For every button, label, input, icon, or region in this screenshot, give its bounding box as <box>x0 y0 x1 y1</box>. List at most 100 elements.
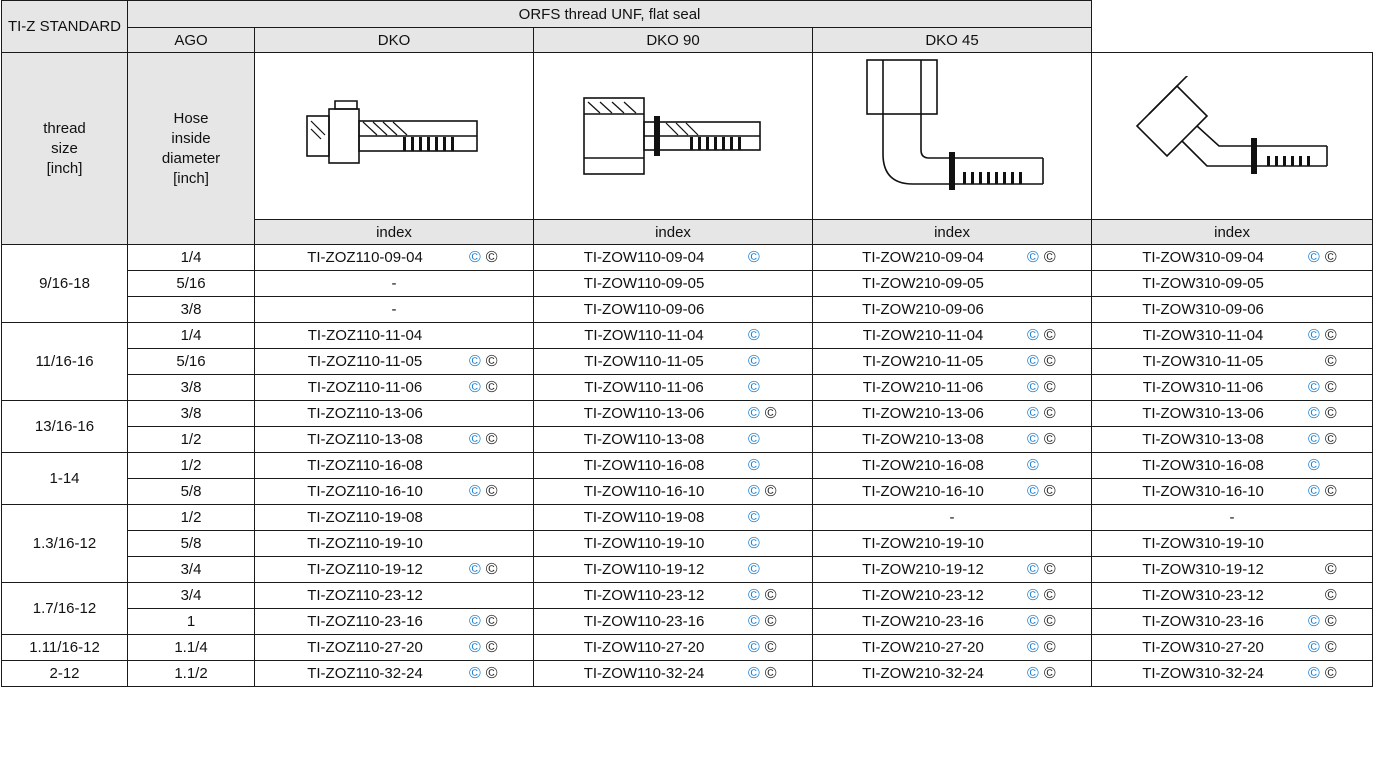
availability-icons: ©© <box>748 405 812 423</box>
part-code: TI-ZOW210-13-06 <box>862 405 984 422</box>
black-circle-c-icon: © <box>764 586 777 604</box>
unavailable-dash: - <box>1229 509 1235 526</box>
part-code: TI-ZOW110-23-12 <box>583 587 705 604</box>
availability-icons: ©© <box>1027 560 1090 579</box>
index-cell: - <box>1091 504 1373 531</box>
thread-size-cell: 9/16-18 <box>1 244 128 323</box>
index-cell: TI-ZOW310-16-10©© <box>1091 478 1373 505</box>
part-code: TI-ZOW110-19-12 <box>583 561 705 578</box>
blue-circle-c-icon: © <box>1027 404 1039 422</box>
part-code: TI-ZOZ110-11-06 <box>307 379 423 396</box>
blue-circle-c-icon: © <box>1027 586 1039 604</box>
availability-icons: © <box>1027 457 1090 475</box>
column-header-dko45: DKO 45 <box>811 27 1093 53</box>
fitting-catalog-table: TI-Z STANDARD ORFS thread UNF, flat seal… <box>1 0 1373 687</box>
thread-size-cell: 1-14 <box>1 452 128 505</box>
part-code: TI-ZOZ110-16-08 <box>307 457 423 474</box>
index-cell: TI-ZOW210-23-16©© <box>811 608 1093 635</box>
hose-diameter-cell: 5/16 <box>127 270 255 297</box>
index-cell: TI-ZOZ110-19-12©© <box>254 556 534 583</box>
blue-circle-c-icon: © <box>748 456 760 474</box>
part-code: TI-ZOW310-11-05 <box>1142 353 1264 370</box>
index-cell: TI-ZOW110-11-05© <box>533 348 813 375</box>
part-code: TI-ZOW210-13-08 <box>862 431 984 448</box>
part-code: TI-ZOW310-27-20 <box>1142 639 1264 656</box>
blue-circle-c-icon: © <box>1027 560 1039 578</box>
index-cell: TI-ZOW210-19-10 <box>811 530 1093 557</box>
blue-circle-c-icon: © <box>1308 430 1320 448</box>
blue-circle-c-icon: © <box>469 664 481 682</box>
availability-icons: ©© <box>1027 327 1090 345</box>
part-code: TI-ZOW110-11-04 <box>584 327 704 344</box>
part-code: TI-ZOW110-13-08 <box>583 431 705 448</box>
black-circle-c-icon: © <box>485 482 498 500</box>
availability-icons: ©© <box>469 431 533 449</box>
black-circle-c-icon: © <box>1324 404 1337 422</box>
index-cell: TI-ZOW210-19-12©© <box>811 556 1093 583</box>
availability-icons: ©© <box>1027 483 1090 501</box>
availability-icons: ©© <box>748 639 812 657</box>
blue-circle-c-icon: © <box>748 664 760 682</box>
part-code: TI-ZOZ110-32-24 <box>307 665 423 682</box>
part-code: TI-ZOW110-19-10 <box>583 535 705 552</box>
blue-circle-c-icon: © <box>469 482 481 500</box>
blue-circle-c-icon: © <box>1308 248 1320 266</box>
part-code: TI-ZOW210-09-04 <box>862 249 984 266</box>
index-cell: TI-ZOW310-13-08©© <box>1091 426 1373 453</box>
index-cell: TI-ZOW310-16-08© <box>1091 452 1373 479</box>
availability-icons: ©© <box>1308 561 1372 579</box>
availability-icons: ©© <box>1027 638 1090 657</box>
thread-size-cell: 13/16-16 <box>1 400 128 453</box>
unavailable-dash: - <box>949 509 955 526</box>
index-cell: TI-ZOW210-16-10©© <box>811 478 1093 505</box>
part-code: TI-ZOZ110-27-20 <box>307 639 423 656</box>
part-code: TI-ZOW310-09-06 <box>1142 301 1264 318</box>
availability-icons: ©© <box>748 483 812 501</box>
index-cell: TI-ZOW110-09-05 <box>533 270 813 297</box>
blue-circle-c-icon: © <box>748 638 760 656</box>
index-cell: TI-ZOW310-09-06 <box>1091 296 1373 323</box>
column-header-dko90: DKO 90 <box>533 27 813 53</box>
blue-circle-c-icon: © <box>469 430 481 448</box>
availability-icons: ©© <box>748 665 812 683</box>
index-cell: TI-ZOW310-27-20©© <box>1091 634 1373 661</box>
part-code: TI-ZOW110-11-05 <box>584 353 704 370</box>
index-cell: TI-ZOZ110-19-08 <box>254 504 534 531</box>
blue-circle-c-icon: © <box>469 378 481 396</box>
availability-icons: ©© <box>469 379 533 397</box>
index-cell: TI-ZOW310-09-04©© <box>1091 244 1373 271</box>
black-circle-c-icon: © <box>1324 612 1337 630</box>
availability-icons: ©© <box>1027 586 1090 605</box>
index-cell: TI-ZOW310-11-05©© <box>1091 348 1373 375</box>
black-circle-c-icon: © <box>1324 352 1337 370</box>
index-cell: TI-ZOW110-09-04© <box>533 244 813 271</box>
thread-size-cell: 1.11/16-12 <box>1 634 128 661</box>
straight-fitting-drawing-icon <box>306 100 478 164</box>
index-cell: TI-ZOW110-11-04© <box>533 322 813 349</box>
index-cell: TI-ZOW310-11-06©© <box>1091 374 1373 401</box>
index-header-dko: index <box>533 219 813 245</box>
index-cell: TI-ZOZ110-27-20©© <box>254 634 534 661</box>
black-circle-c-icon: © <box>1043 638 1056 656</box>
ago-image-cell <box>254 52 534 220</box>
availability-icons: © <box>748 379 812 397</box>
index-header-ago: index <box>254 219 534 245</box>
part-code: TI-ZOW210-19-10 <box>862 535 984 552</box>
index-cell: TI-ZOZ110-13-08©© <box>254 426 534 453</box>
part-code: TI-ZOW310-19-12 <box>1142 561 1264 578</box>
blue-circle-c-icon: © <box>748 482 760 500</box>
black-circle-c-icon: © <box>1043 248 1056 266</box>
black-circle-c-icon: © <box>764 638 777 656</box>
availability-icons: © <box>748 509 812 527</box>
index-cell: TI-ZOW110-32-24©© <box>533 660 813 687</box>
hose-diameter-cell: 3/4 <box>127 582 255 609</box>
hose-diameter-cell: 3/8 <box>127 400 255 427</box>
black-circle-c-icon: © <box>485 248 498 266</box>
index-cell: - <box>254 270 534 297</box>
black-circle-c-icon: © <box>1324 378 1337 396</box>
